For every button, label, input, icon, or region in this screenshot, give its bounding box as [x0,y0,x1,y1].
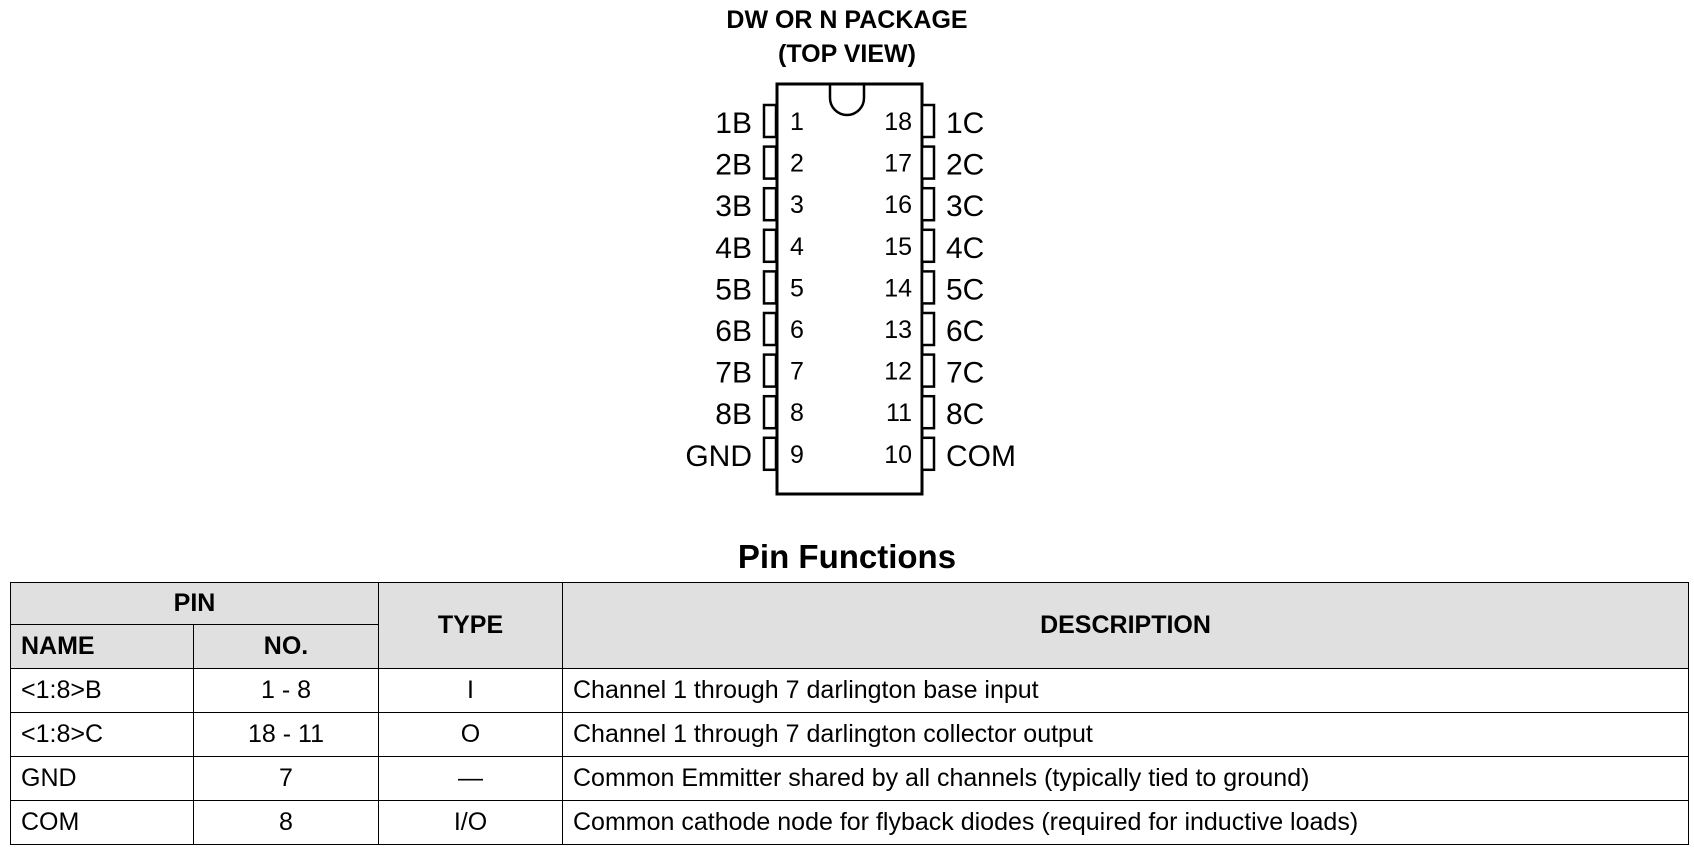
pin-number: 2 [790,150,804,178]
cell-type: I/O [378,800,563,845]
pin-lead [920,186,936,222]
pin-label: 5B [715,273,752,306]
pin-label: 3C [946,190,984,223]
pin-number: 5 [790,274,804,302]
pin-label: 7B [715,357,752,390]
pin-lead [920,103,936,139]
table-title: Pin Functions [737,538,957,575]
pin1-notch [828,85,866,117]
pin-lead [762,186,778,222]
pin-number: 16 [884,191,912,219]
pin-number: 11 [886,399,912,427]
pin-lead [920,394,936,430]
cell-name: <1:8>B [10,668,194,713]
pin-number: 17 [884,150,912,178]
pin-lead [920,145,936,180]
cell-no: 18 - 11 [193,712,379,757]
pin-label: 1C [946,107,984,140]
cell-type: I [378,668,563,713]
header-name: NAME [10,624,194,669]
cell-name: GND [10,756,194,801]
pin-lead [762,228,778,264]
package-diagram: DW OR N PACKAGE (TOP VIEW) 1B 1 2B 2 3B 3 4B 4 5… [685,6,1016,496]
pin-lead [762,353,778,388]
cell-no: 7 [193,756,379,801]
table-header-row: PIN TYPE DESCRIPTION [10,582,1689,669]
pin-lead [762,103,778,139]
pin-lead [920,270,936,305]
pin-number: 15 [884,233,912,261]
package-title: DW OR N PACKAGE [726,6,967,34]
pin-number: 1 [790,108,804,136]
cell-description: Channel 1 through 7 darlington collector… [562,712,1689,757]
cell-no: 8 [193,800,379,845]
pin-number: 14 [884,274,912,302]
cell-type: — [378,756,563,801]
pin-label: 5C [946,273,984,306]
table-row: <1:8>C 18 - 11 O Channel 1 through 7 dar… [10,712,1689,757]
pin-label: 6C [946,315,984,348]
package-subtitle: (TOP VIEW) [778,40,916,68]
table-row: <1:8>B 1 - 8 I Channel 1 through 7 darli… [10,668,1689,713]
pin-number: 18 [884,108,912,136]
table-row: GND 7 — Common Emmitter shared by all ch… [10,756,1689,801]
pin-number: 4 [790,233,804,261]
pin-number: 6 [790,316,804,344]
cell-name: <1:8>C [10,712,194,757]
pin-lead [762,394,778,430]
pin-lead [920,436,936,472]
pin-lead [920,353,936,388]
header-description: DESCRIPTION [562,582,1689,669]
pin-label: 4C [946,232,984,265]
pin-label: 2B [715,149,752,182]
pin-lead [762,145,778,180]
pin-label: 8B [715,398,752,431]
cell-description: Common Emmitter shared by all channels (… [562,756,1689,801]
pin-label: GND [685,440,752,473]
header-no: NO. [193,624,379,669]
pin-label: 7C [946,357,984,390]
pin-number: 7 [790,358,804,386]
cell-no: 1 - 8 [193,668,379,713]
pin-number: 10 [884,441,912,469]
pin-label: 3B [715,190,752,223]
pin-lead [762,436,778,472]
header-type: TYPE [378,582,563,669]
pin-number: 13 [884,316,912,344]
pin-lead [920,311,936,347]
cell-description: Channel 1 through 7 darlington base inpu… [562,668,1689,713]
pin-label: 6B [715,315,752,348]
pin-label: 1B [715,107,752,140]
pin-label: 2C [946,149,984,182]
cell-name: COM [10,800,194,845]
cell-description: Common cathode node for flyback diodes (… [562,800,1689,845]
pin-label: 4B [715,232,752,265]
pin-label: COM [946,440,1016,473]
pin-label: 8C [946,398,984,431]
pin-number: 9 [790,441,804,469]
table-row: COM 8 I/O Common cathode node for flybac… [10,800,1689,845]
pin-number: 8 [790,399,804,427]
pin-lead [920,228,936,264]
pin-lead [762,311,778,347]
pin-number: 3 [790,191,804,219]
header-pin: PIN [10,582,379,625]
pin-number: 12 [884,358,912,386]
cell-type: O [378,712,563,757]
pin-functions-table: PIN TYPE DESCRIPTION NAME NO. <1:8>B 1 -… [10,582,1689,845]
pin-lead [762,270,778,305]
